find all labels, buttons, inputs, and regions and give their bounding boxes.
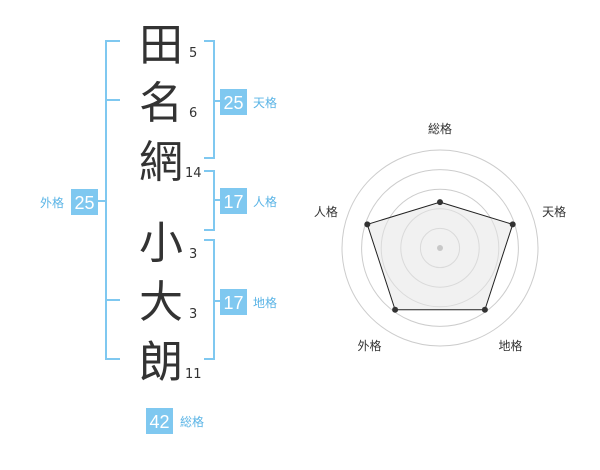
- chikaku-bracket: [204, 239, 220, 360]
- radar-axis-label-3: 地格: [498, 338, 522, 353]
- radar-area: [366, 201, 514, 311]
- gaikaku-label: 外格: [40, 195, 64, 210]
- surname-char-2-glyph: 名: [139, 78, 183, 129]
- tenkaku-bracket: [204, 40, 220, 159]
- given-char-1-glyph: 小: [139, 218, 183, 269]
- jinkaku-label: 人格: [253, 194, 277, 209]
- soukaku-badge: 42 総格: [146, 408, 204, 434]
- chikaku-value: 17: [223, 293, 243, 313]
- surname-char-3-glyph: 網: [139, 137, 183, 188]
- radar-point-1: [437, 199, 443, 206]
- given-char-2: 大 3: [139, 277, 197, 328]
- given-char-3-glyph: 朗: [139, 337, 183, 388]
- surname-char-1-glyph: 田: [139, 20, 183, 71]
- tenkaku-badge-box: [220, 89, 247, 115]
- radar-point-2: [509, 221, 516, 228]
- surname-char-3-strokes: 14: [185, 166, 202, 181]
- chikaku-badge-box: [220, 289, 247, 315]
- surname-char-2: 名 6: [139, 78, 197, 129]
- jinkaku-bracket: [204, 170, 220, 231]
- jinkaku-badge-box: [220, 188, 247, 214]
- given-char-2-strokes: 3: [189, 307, 197, 322]
- surname-char-1: 田 5: [139, 20, 197, 71]
- tenkaku-badge: 25 天格: [220, 89, 277, 115]
- given-char-2-glyph: 大: [139, 277, 183, 328]
- radar-axis-label-1: 総格: [428, 121, 452, 136]
- soukaku-label: 総格: [180, 414, 204, 429]
- surname-char-1-strokes: 5: [189, 46, 197, 61]
- tenkaku-value: 25: [223, 93, 243, 113]
- jinkaku-value: 17: [223, 192, 243, 212]
- jinkaku-badge: 17 人格: [220, 188, 277, 214]
- radar-ring-5: [341, 149, 539, 347]
- surname-char-2-strokes: 6: [189, 106, 197, 121]
- radar-point-4: [392, 306, 399, 313]
- given-char-1-strokes: 3: [189, 247, 197, 262]
- radar-center-dot: [437, 245, 443, 251]
- gaikaku-bracket: [98, 40, 120, 360]
- radar-points: [364, 199, 516, 313]
- radar-axis-label-2: 天格: [542, 204, 566, 219]
- gaikaku-badge: 外格 25: [40, 189, 98, 215]
- given-char-1: 小 3: [139, 218, 197, 269]
- radar-point-5: [364, 221, 371, 228]
- chikaku-badge: 17 地格: [220, 289, 277, 315]
- gaikaku-badge-box: [71, 189, 98, 215]
- given-char-3: 朗 11: [139, 337, 202, 388]
- radar-point-3: [481, 306, 488, 313]
- chikaku-label: 地格: [253, 295, 277, 310]
- gaikaku-value: 25: [74, 193, 94, 213]
- surname-char-3: 網 14: [139, 137, 202, 188]
- tenkaku-label: 天格: [253, 95, 277, 110]
- radar-axis-label-4: 外格: [357, 338, 381, 353]
- radar-ring-4: [361, 169, 519, 327]
- radar-axis-label-5: 人格: [314, 204, 338, 219]
- soukaku-badge-box: [146, 408, 173, 434]
- given-char-3-strokes: 11: [185, 367, 202, 382]
- soukaku-value: 42: [149, 412, 169, 432]
